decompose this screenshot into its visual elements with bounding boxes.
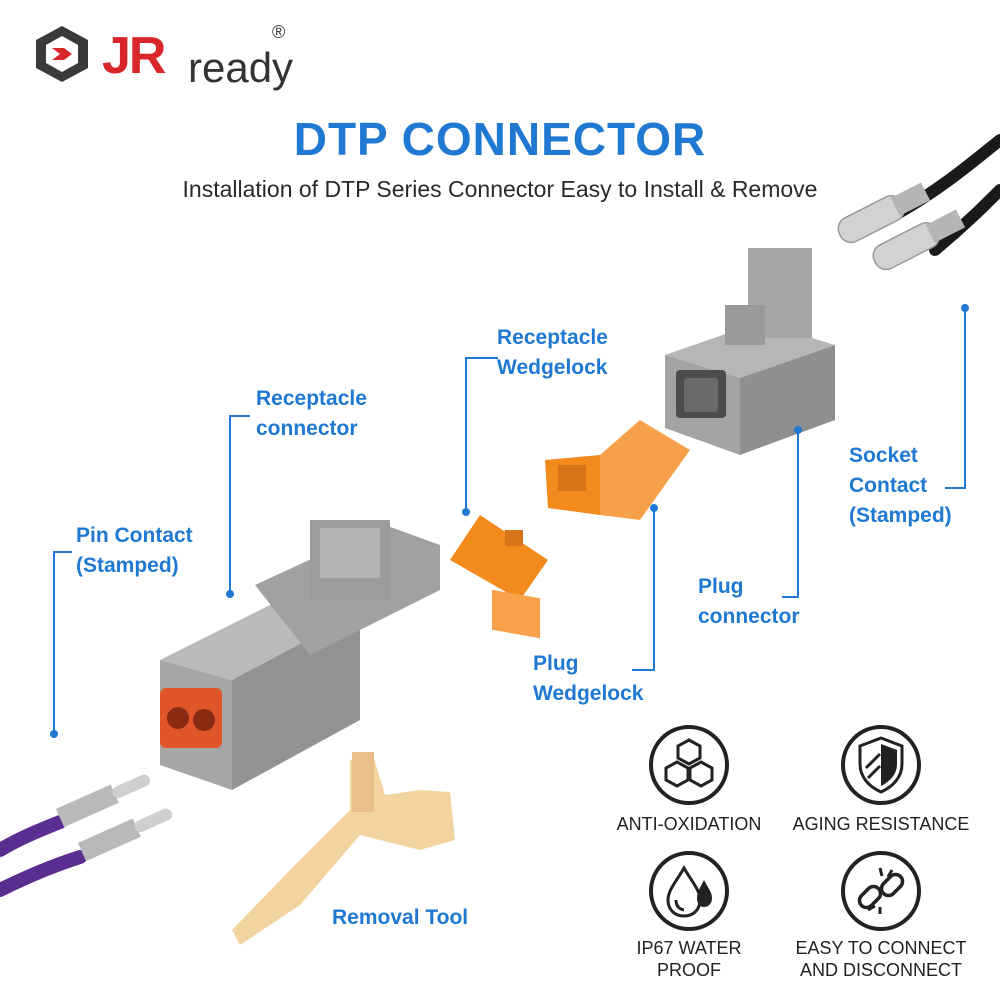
label-pin-contact: Pin Contact (Stamped) [76,524,193,577]
removal-tool-part [232,752,455,945]
hexagon-cells-icon [648,724,730,811]
brand-name-red: JR [102,27,167,85]
callout-dot-plug-wedgelock [650,504,658,512]
callout-line-pin-contact [53,551,72,732]
logo-mark-icon [36,26,88,82]
callout-line-socket-contact [945,310,966,489]
brand-logo: JR ready ® [30,22,310,92]
socket-contacts [837,134,1000,271]
callout-dot-pin-contact [50,730,58,738]
pin-contacts [0,774,173,897]
page-subtitle: Installation of DTP Series Connector Eas… [182,176,818,202]
plug-connector-part [665,248,835,455]
receptacle-wedgelock-part [450,515,548,639]
label-plug-connector: Plug connector [698,575,800,628]
brand-name-dark: ready [188,44,294,91]
page-title: DTP CONNECTOR [293,113,707,165]
broken-link-icon [840,850,922,937]
label-socket-contact: Socket Contact (Stamped) [849,444,952,527]
feature-label-aging-resistance: AGING RESISTANCE [792,814,970,834]
feature-label-easy-connect: EASY TO CONNECT AND DISCONNECT [795,938,967,980]
callout-line-plug-wedgelock [632,510,655,671]
shield-icon [840,724,922,811]
callout-line-receptacle-connector [229,415,250,592]
water-drop-icon [648,850,730,937]
feature-label-anti-oxidation: ANTI-OXIDATION [616,814,762,834]
callout-dot-plug-connector [794,426,802,434]
callout-dot-socket-contact [961,304,969,312]
registered-mark: ® [272,22,286,42]
label-plug-wedgelock: Plug Wedgelock [533,652,644,705]
receptacle-connector-part [160,520,440,790]
callout-dot-receptacle-wedgelock [462,508,470,516]
feature-label-ip67-water-proof: IP67 WATER PROOF [636,938,742,980]
callout-dot-receptacle-connector [226,590,234,598]
callout-line-receptacle-wedgelock [465,357,498,510]
label-removal-tool: Removal Tool [332,906,469,929]
callout-line-plug-connector [782,432,799,598]
label-receptacle-wedgelock: Receptacle Wedgelock [497,326,608,379]
plug-wedgelock-part [545,420,690,520]
label-receptacle-connector: Receptacle connector [256,387,367,440]
